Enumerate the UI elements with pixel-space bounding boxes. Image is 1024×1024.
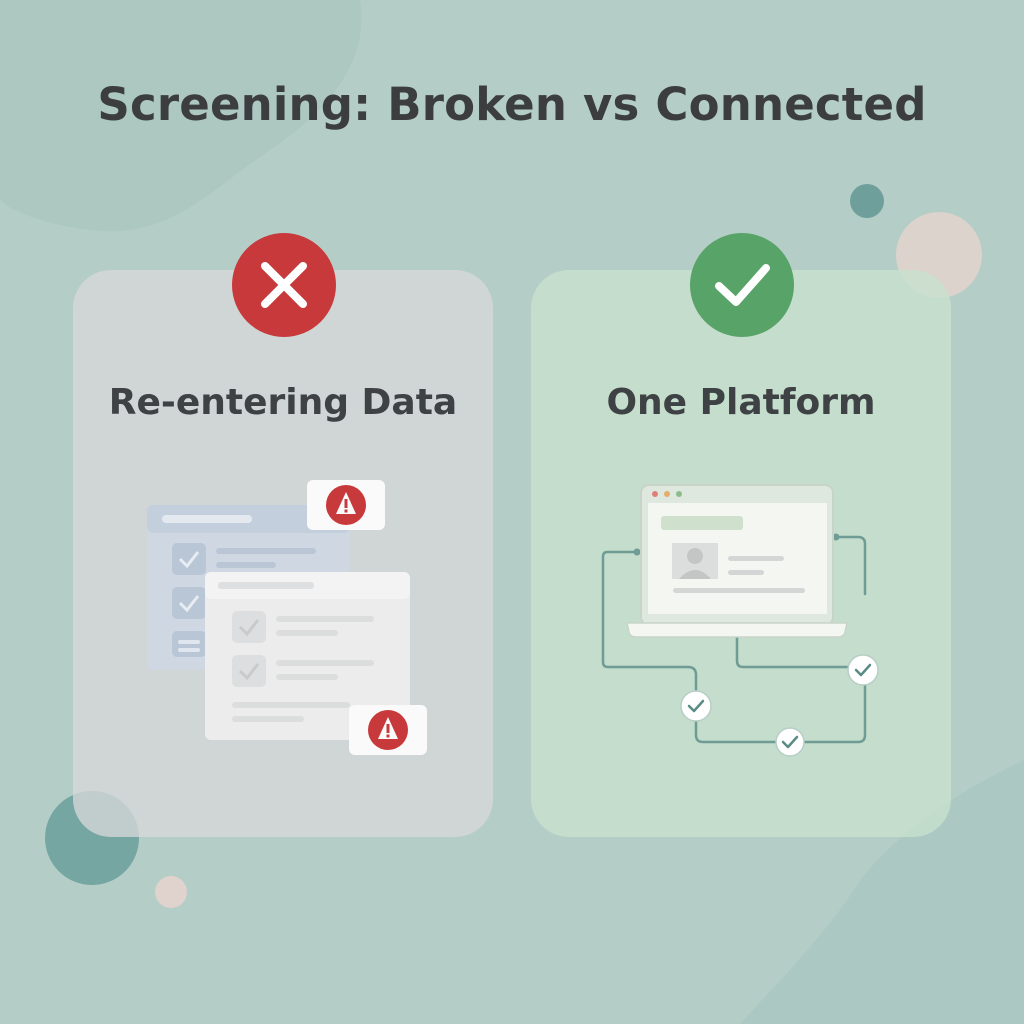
background-blob-top-left — [0, 0, 362, 232]
background-blob-bottom-right — [740, 760, 1024, 1024]
status-badge-broken — [232, 233, 336, 337]
dot-teal-small — [850, 184, 884, 218]
dot-peach-small — [155, 876, 187, 908]
panel-label-connected: One Platform — [606, 382, 876, 423]
panel-connected — [531, 270, 951, 837]
check-icon — [715, 264, 770, 306]
status-badge-connected — [690, 233, 794, 337]
page-title: Screening: Broken vs Connected — [97, 78, 927, 131]
panel-broken — [73, 270, 493, 837]
panel-label-broken: Re-entering Data — [108, 382, 458, 423]
x-icon — [261, 262, 307, 308]
